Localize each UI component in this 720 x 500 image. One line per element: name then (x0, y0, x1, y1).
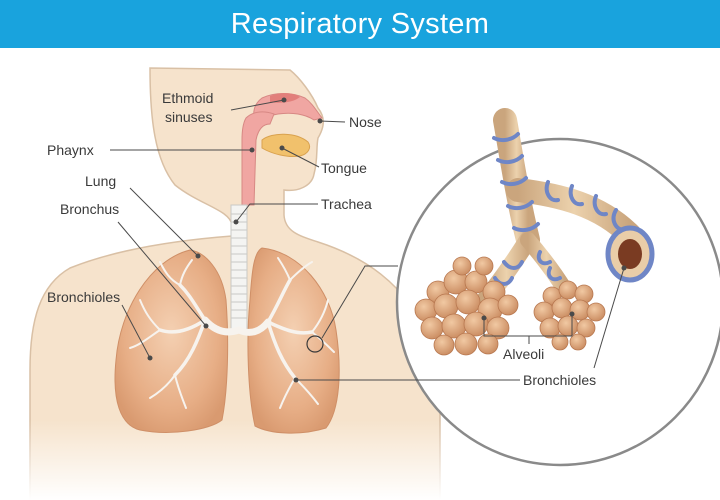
right-lung (247, 247, 340, 434)
page-title: Respiratory System (230, 7, 490, 40)
label-ethmoid-line2: sinuses (165, 109, 212, 125)
label-trachea: Trachea (321, 196, 372, 212)
pharynx-shape (241, 111, 275, 206)
title-bar: Respiratory System (0, 0, 720, 48)
label-bronchioles-left: Bronchioles (47, 289, 120, 305)
label-bronchus: Bronchus (60, 201, 119, 217)
label-alveoli: Alveoli (503, 346, 544, 362)
respiratory-diagram: Ethmoid sinuses Nose Phaynx Tongue Lung … (0, 67, 720, 500)
trachea-shape (230, 204, 248, 331)
left-lung (114, 249, 229, 433)
label-tongue: Tongue (321, 160, 367, 176)
label-ethmoid-line1: Ethmoid (162, 90, 213, 106)
magnify-marker (306, 335, 324, 353)
alveoli-cluster-left (414, 256, 519, 356)
alveoli-cluster-right (533, 280, 606, 351)
label-lung: Lung (85, 173, 116, 189)
leader-lines (110, 97, 627, 383)
label-nose: Nose (349, 114, 382, 130)
label-phaynx: Phaynx (47, 142, 94, 158)
label-bronchioles-right: Bronchioles (523, 372, 596, 388)
tongue-shape (261, 133, 311, 157)
bronchial-tree (129, 257, 335, 409)
